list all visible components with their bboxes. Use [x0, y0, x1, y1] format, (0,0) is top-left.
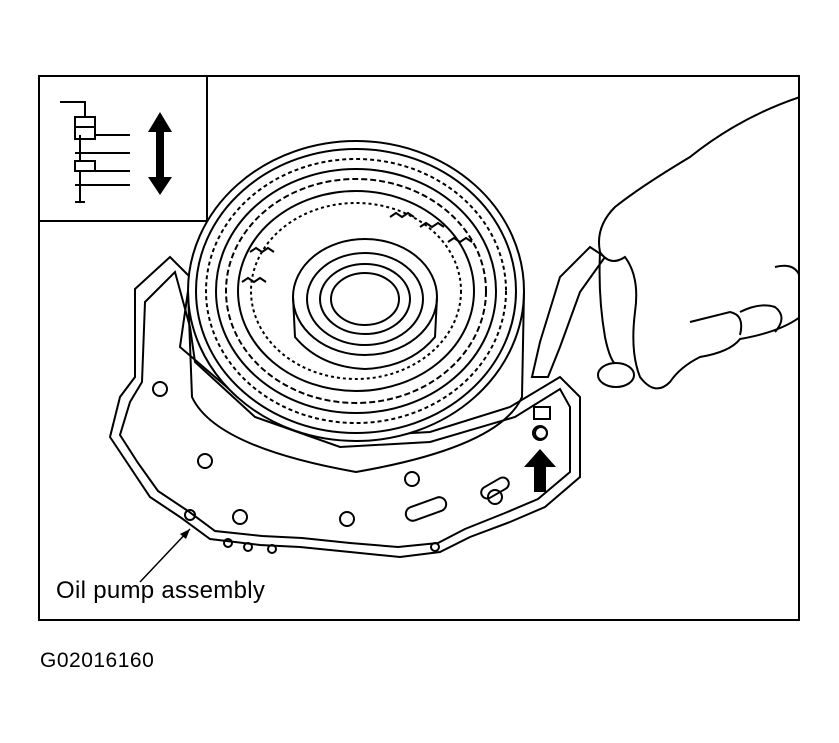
exploded-position-icon	[60, 101, 172, 203]
hand	[597, 96, 798, 390]
diagram-frame: Oil pump assembly	[38, 75, 800, 621]
part-label: Oil pump assembly	[56, 577, 266, 604]
up-arrow-icon	[524, 449, 556, 492]
inset-icon-box	[40, 77, 208, 222]
double-headed-arrow-icon	[148, 112, 172, 195]
oil-pump-illustration	[108, 96, 798, 583]
clutch-drum	[187, 140, 525, 474]
figure-id: G02016160	[40, 649, 155, 672]
leader-line	[139, 528, 191, 583]
